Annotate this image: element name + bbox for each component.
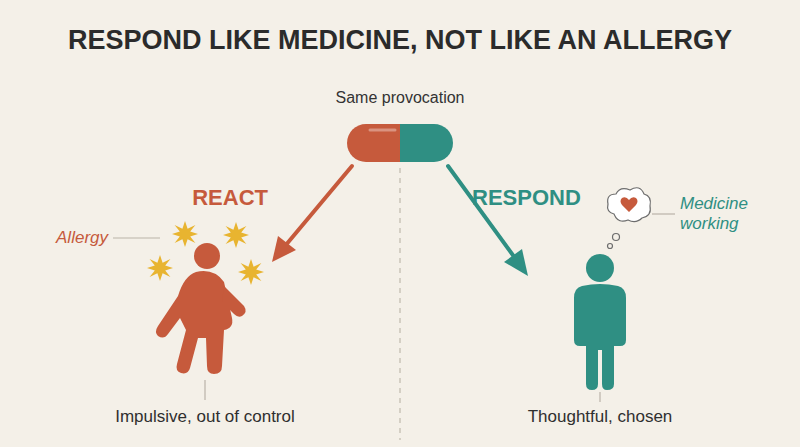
respond-label: RESPOND xyxy=(472,185,581,211)
divider xyxy=(399,168,401,440)
irritation-stars xyxy=(147,221,264,285)
stimulus-label: Same provocation xyxy=(336,89,465,107)
medicine-label: Medicine working xyxy=(680,194,760,235)
react-arrow xyxy=(272,166,352,262)
leader-line xyxy=(599,392,600,402)
allergy-label: Allergy xyxy=(56,228,108,248)
leader-line xyxy=(204,380,205,400)
leader-line xyxy=(652,213,675,214)
react-label: REACT xyxy=(192,185,268,211)
outcome-caption: Thoughtful, chosen xyxy=(528,407,673,427)
pill xyxy=(347,124,453,162)
leader-line xyxy=(113,237,160,238)
thought-bubble xyxy=(608,188,651,249)
allergy-figure xyxy=(156,243,246,374)
respond-arrow xyxy=(448,166,528,276)
outcome-caption: Impulsive, out of control xyxy=(115,407,295,427)
calm-figure xyxy=(574,254,626,390)
diagram-title: RESPOND LIKE MEDICINE, NOT LIKE AN ALLER… xyxy=(68,25,732,56)
